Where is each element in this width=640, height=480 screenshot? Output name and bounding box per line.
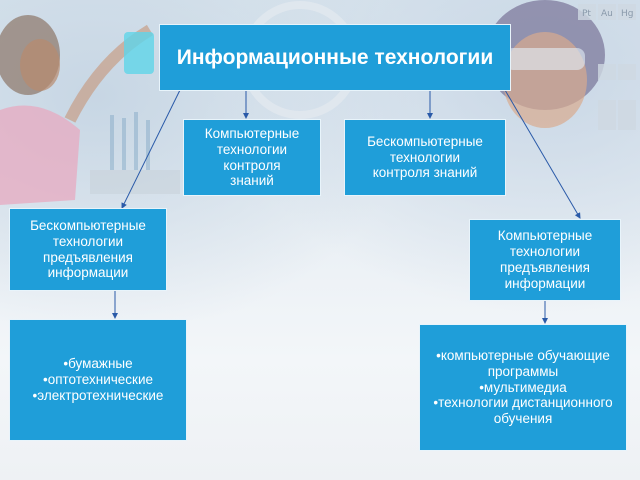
svg-text:Hg: Hg [621,9,633,19]
node-noncomputer-control-label: Бескомпьютерные технологии контроля знан… [367,133,483,181]
node-computer-presentation: Компьютерные технологии предъявления инф… [469,219,621,301]
svg-text:Pt: Pt [582,9,591,19]
root-node-title: Информационные технологии [176,45,494,69]
node-noncomputer-control: Бескомпьютерные технологии контроля знан… [344,119,506,196]
node-computer-control-label: Компьютерные технологии контроля знаний [204,125,300,189]
list-item: электротехнические [33,388,163,404]
noncomputer-items-list: бумажные оптотехнические электротехничес… [33,356,164,404]
node-noncomputer-presentation: Бескомпьютерные технологии предъявления … [9,208,167,291]
list-item: компьютерные обучающие программы [430,348,616,380]
list-item: мультимедиа [430,380,616,396]
computer-items-list: компьютерные обучающие программы мультим… [420,348,626,428]
root-node: Информационные технологии [159,24,511,91]
list-item: технологии дистанционного обучения [430,395,616,427]
list-item: бумажные [33,356,164,372]
node-noncomputer-list: бумажные оптотехнические электротехничес… [9,319,187,441]
list-item: оптотехнические [33,372,164,388]
node-computer-presentation-label: Компьютерные технологии предъявления инф… [497,228,593,291]
node-computer-list: компьютерные обучающие программы мультим… [419,324,627,451]
svg-text:Au: Au [601,9,613,19]
node-noncomputer-presentation-label: Бескомпьютерные технологии предъявления … [30,217,146,281]
node-computer-control: Компьютерные технологии контроля знаний [183,119,321,196]
